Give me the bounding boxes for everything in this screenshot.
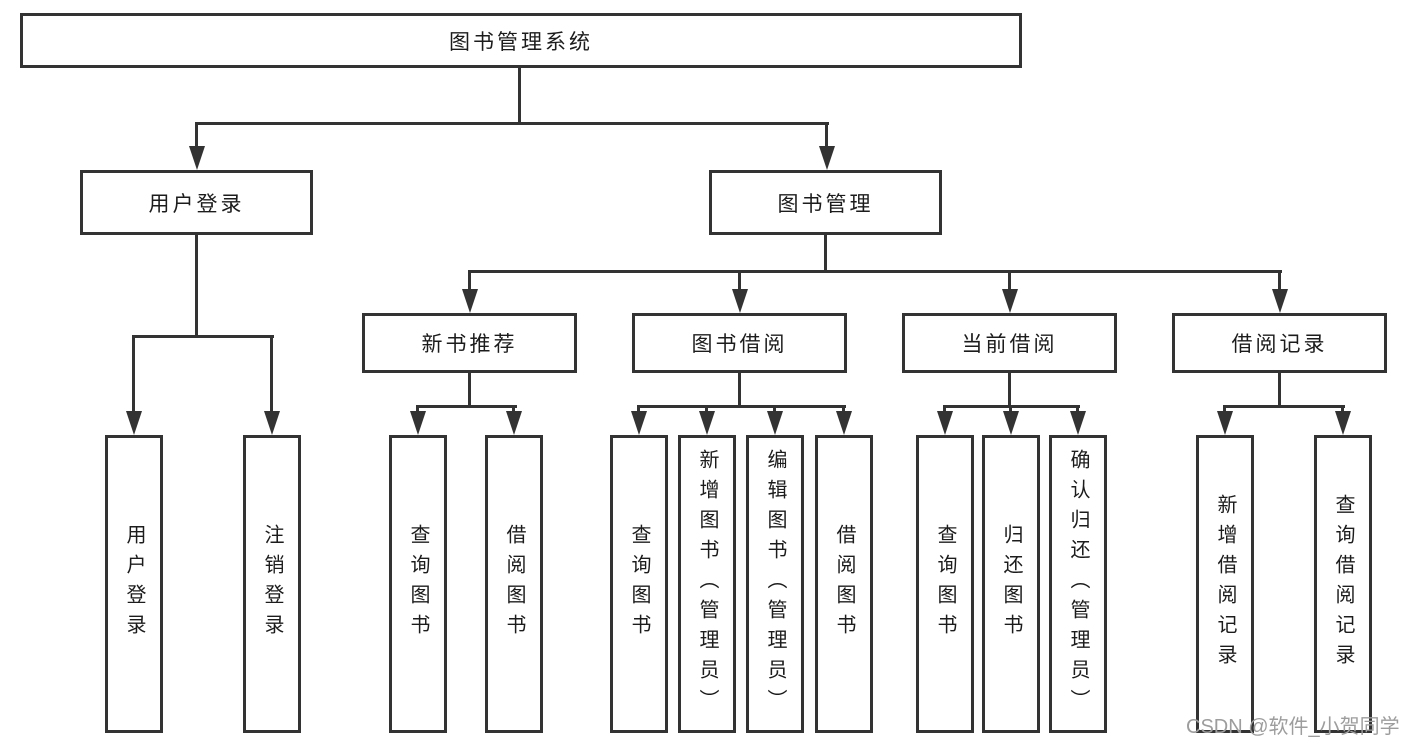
arrow-down-icon: [699, 411, 715, 435]
arrow-down-icon: [1070, 411, 1086, 435]
node-book-management: 图书管理: [709, 170, 942, 235]
node-new-book-recommend-label: 新书推荐: [421, 333, 518, 356]
connector-drop: [825, 122, 828, 146]
connector-drop: [132, 335, 135, 411]
leaf-current-query-books-label: 查询图书: [934, 524, 956, 644]
connector-bar: [1223, 405, 1345, 408]
connector-drop: [270, 335, 273, 411]
leaf-return-books-label: 归还图书: [1000, 524, 1022, 644]
connector-stem: [195, 235, 198, 335]
arrow-down-icon: [1335, 411, 1351, 435]
node-current-borrow: 当前借阅: [902, 313, 1117, 373]
connector-drop: [637, 405, 640, 411]
leaf-borrow-borrow-books-label: 借阅图书: [833, 524, 855, 644]
leaf-confirm-return-admin: 确认归还（管理员）: [1049, 435, 1107, 733]
leaf-logout-label: 注销登录: [261, 524, 283, 644]
connector-drop: [416, 405, 419, 411]
connector-drop: [705, 405, 708, 411]
arrow-down-icon: [631, 411, 647, 435]
node-current-borrow-label: 当前借阅: [961, 333, 1058, 356]
connector-drop: [1223, 405, 1226, 411]
arrow-down-icon: [732, 289, 748, 313]
connector-drop: [1278, 270, 1281, 289]
arrow-down-icon: [189, 146, 205, 170]
leaf-logout: 注销登录: [243, 435, 301, 733]
leaf-add-borrow-record: 新增借阅记录: [1196, 435, 1254, 733]
leaf-query-borrow-record: 查询借阅记录: [1314, 435, 1372, 733]
arrow-down-icon: [767, 411, 783, 435]
csdn-watermark: CSDN @软件_小贺同学: [1186, 716, 1400, 738]
arrow-down-icon: [410, 411, 426, 435]
connector-bar: [196, 122, 829, 125]
leaf-recommend-borrow-books: 借阅图书: [485, 435, 543, 733]
leaf-borrow-query-books-label: 查询图书: [628, 524, 650, 644]
connector-stem: [1278, 373, 1281, 405]
arrow-down-icon: [1217, 411, 1233, 435]
leaf-user-login: 用户登录: [105, 435, 163, 733]
connector-bar: [416, 405, 517, 408]
connector-drop: [738, 270, 741, 289]
connector-bar: [468, 270, 1282, 273]
leaf-edit-book-admin: 编辑图书（管理员）: [746, 435, 804, 733]
leaf-edit-book-admin-label: 编辑图书（管理员）: [764, 449, 786, 719]
arrow-down-icon: [462, 289, 478, 313]
leaf-recommend-borrow-books-label: 借阅图书: [503, 524, 525, 644]
node-new-book-recommend: 新书推荐: [362, 313, 577, 373]
connector-drop: [842, 405, 845, 411]
node-user-login-label: 用户登录: [148, 192, 245, 216]
connector-stem: [1008, 373, 1011, 405]
node-borrow-records: 借阅记录: [1172, 313, 1387, 373]
connector-stem: [468, 373, 471, 405]
node-book-borrow-label: 图书借阅: [691, 333, 788, 356]
node-book-borrow: 图书借阅: [632, 313, 847, 373]
node-borrow-records-label: 借阅记录: [1231, 333, 1328, 356]
leaf-add-book-admin-label: 新增图书（管理员）: [696, 449, 718, 719]
leaf-recommend-query-books: 查询图书: [389, 435, 447, 733]
connector-stem: [518, 68, 521, 122]
leaf-recommend-query-books-label: 查询图书: [407, 524, 429, 644]
leaf-add-book-admin: 新增图书（管理员）: [678, 435, 736, 733]
connector-stem: [824, 235, 827, 270]
connector-drop: [1008, 270, 1011, 289]
connector-bar: [132, 335, 274, 338]
arrow-down-icon: [836, 411, 852, 435]
connector-stem: [738, 373, 741, 405]
leaf-add-borrow-record-label: 新增借阅记录: [1214, 494, 1236, 674]
node-book-management-label: 图书管理: [777, 192, 874, 216]
arrow-down-icon: [264, 411, 280, 435]
arrow-down-icon: [506, 411, 522, 435]
node-user-login: 用户登录: [80, 170, 313, 235]
arrow-down-icon: [937, 411, 953, 435]
connector-drop: [512, 405, 515, 411]
connector-drop: [468, 270, 471, 289]
connector-bar: [637, 405, 846, 408]
connector-drop: [195, 122, 198, 146]
connector-drop: [1076, 405, 1079, 411]
arrow-down-icon: [1003, 411, 1019, 435]
node-root-label: 图书管理系统: [449, 30, 593, 54]
leaf-return-books: 归还图书: [982, 435, 1040, 733]
connector-drop: [943, 405, 946, 411]
leaf-confirm-return-admin-label: 确认归还（管理员）: [1067, 449, 1089, 719]
arrow-down-icon: [819, 146, 835, 170]
leaf-borrow-query-books: 查询图书: [610, 435, 668, 733]
connector-drop: [1341, 405, 1344, 411]
leaf-borrow-borrow-books: 借阅图书: [815, 435, 873, 733]
leaf-query-borrow-record-label: 查询借阅记录: [1332, 494, 1354, 674]
connector-drop: [773, 405, 776, 411]
leaf-current-query-books: 查询图书: [916, 435, 974, 733]
arrow-down-icon: [126, 411, 142, 435]
arrow-down-icon: [1002, 289, 1018, 313]
node-root: 图书管理系统: [20, 13, 1022, 68]
leaf-user-login-label: 用户登录: [123, 524, 145, 644]
arrow-down-icon: [1272, 289, 1288, 313]
connector-drop: [1009, 405, 1012, 411]
